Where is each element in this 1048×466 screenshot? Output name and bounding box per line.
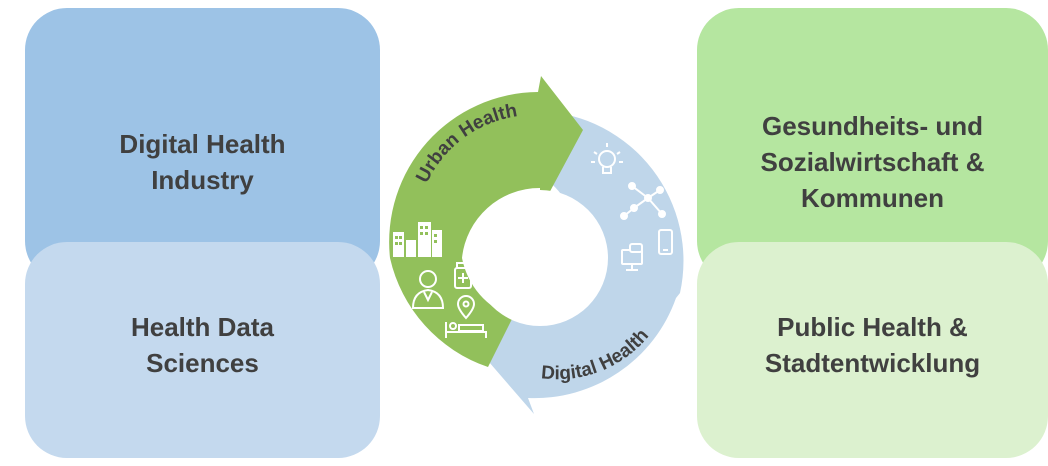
box-label: Public Health & Stadtentwicklung [764,312,981,378]
box-public-health-stadtentwicklung: Public Health & Stadtentwicklung [697,242,1048,458]
telemedicine-icon [621,243,643,271]
box-health-data-sciences: Health Data Sciences [25,242,380,458]
box-label: Digital Health Industry [119,129,286,195]
box-gesundheits-sozialwirtschaft: Gesundheits- und Sozialwirtschaft & Komm… [697,8,1048,283]
smartphone-icon [658,229,673,255]
box-label: Gesundheits- und Sozialwirtschaft & Komm… [760,111,985,213]
center-hole [472,190,608,326]
box-digital-health-industry: Digital Health Industry [25,8,380,283]
doctor-icon [411,270,445,309]
location-pin-icon [456,295,476,320]
buildings-icon [393,222,442,257]
health-cycle-diagram: Urban Health Digital Health [389,76,684,414]
network-icon [620,182,666,220]
medicine-bottle-icon [454,262,472,289]
lightbulb-icon [591,143,623,174]
hospital-bed-icon [445,322,487,338]
box-label: Health Data Sciences [130,312,275,378]
